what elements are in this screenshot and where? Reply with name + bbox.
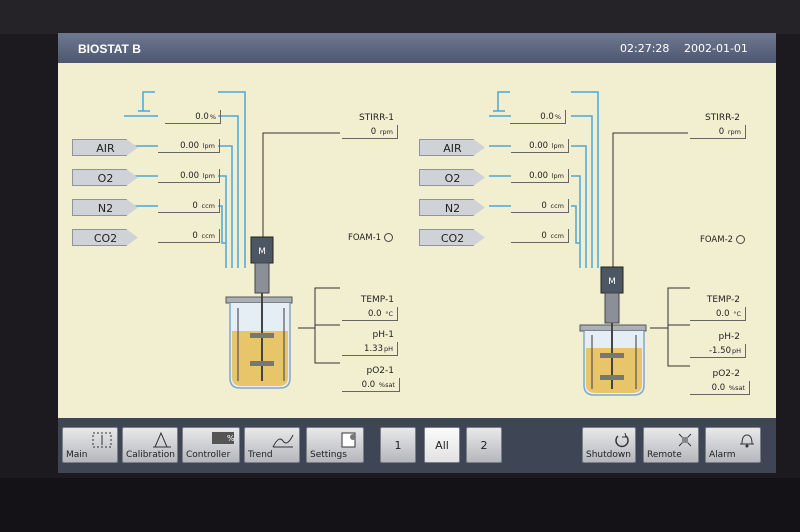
svg-text:M: M [608, 277, 616, 287]
title-bar: BIOSTAT B 02:27:28 2002-01-01 [58, 33, 776, 63]
foam-indicator-2[interactable]: FOAM-2 [700, 235, 746, 245]
stirr-display-1[interactable]: 0 rpm [342, 125, 398, 139]
unit-2-button[interactable]: 2 [466, 427, 502, 463]
gas-co2-2[interactable]: CO2 [419, 229, 485, 246]
hmi-screen: BIOSTAT B 02:27:28 2002-01-01 [58, 33, 776, 473]
bioreactor-vessel-1: M [225, 236, 293, 389]
clock-date: 2002-01-01 [684, 42, 748, 55]
remote-disabled-icon [676, 431, 694, 452]
main-button[interactable]: Main [62, 427, 118, 463]
gas-n2-2[interactable]: N2 [419, 199, 485, 216]
monitor-bezel-top [0, 0, 800, 34]
o2-flow-display-1[interactable]: 0.00 lpm [158, 169, 220, 183]
pipe-lines: M [124, 91, 690, 396]
n2-flow-display-1[interactable]: 0 ccm [158, 199, 220, 213]
trend-button[interactable]: Trend [244, 427, 300, 463]
po2-label-1: pO2-1 [366, 366, 395, 376]
flow-top-display-1[interactable]: 0.0% [165, 110, 221, 124]
n2-flow-display-2[interactable]: 0 ccm [511, 199, 569, 213]
bioreactor-vessel-2: M [579, 266, 647, 396]
co2-flow-display-2[interactable]: 0 ccm [511, 229, 569, 243]
temp-display-2[interactable]: 0.0 °C [690, 307, 746, 321]
gas-n2-1[interactable]: N2 [72, 199, 138, 216]
trend-chart-icon [271, 431, 295, 452]
ph-label-1: pH-1 [372, 330, 394, 340]
calibration-button[interactable]: Calibration [122, 427, 178, 463]
temp-label-1: TEMP-1 [360, 295, 394, 305]
controller-button[interactable]: % Controller [182, 427, 240, 463]
settings-button[interactable]: Settings [306, 427, 364, 463]
flow-top-display-2[interactable]: 0.0% [510, 110, 566, 124]
po2-display-1[interactable]: 0.0 %sat [342, 378, 400, 392]
unit-all-button[interactable]: All [424, 427, 460, 463]
bell-icon [738, 431, 756, 452]
po2-display-2[interactable]: 0.0 %sat [690, 381, 750, 395]
main-icon [91, 431, 113, 452]
co2-flow-display-1[interactable]: 0 ccm [158, 229, 220, 243]
alarm-button[interactable]: Alarm [705, 427, 761, 463]
stirr-display-2[interactable]: 0 rpm [690, 125, 746, 139]
monitor-bezel-bottom [0, 478, 800, 532]
remote-button[interactable]: Remote [643, 427, 699, 463]
foam-status-icon [384, 233, 394, 242]
temp-label-2: TEMP-2 [706, 295, 740, 305]
power-icon [613, 431, 631, 452]
svg-text:%: % [227, 434, 235, 443]
gas-air-1[interactable]: AIR [72, 139, 138, 156]
temp-display-1[interactable]: 0.0 °C [342, 307, 398, 321]
unit-1-button[interactable]: 1 [380, 427, 416, 463]
po2-label-2: pO2-2 [712, 369, 741, 379]
process-overview: M [58, 63, 776, 418]
shutdown-button[interactable]: Shutdown [582, 427, 636, 463]
gas-o2-2[interactable]: O2 [419, 169, 485, 186]
app-title: BIOSTAT B [78, 42, 141, 56]
controller-icon: % [211, 431, 235, 448]
ph-display-1[interactable]: 1.33pH [342, 342, 398, 356]
svg-text:M: M [258, 247, 266, 257]
gas-air-2[interactable]: AIR [419, 139, 485, 156]
calibration-icon [151, 431, 173, 452]
air-flow-display-1[interactable]: 0.00 lpm [158, 139, 220, 153]
stirr-label-1: STIRR-1 [359, 113, 394, 123]
ph-display-2[interactable]: -1.50pH [690, 344, 746, 358]
gas-o2-1[interactable]: O2 [72, 169, 138, 186]
settings-icon [339, 431, 359, 452]
air-flow-display-2[interactable]: 0.00 lpm [511, 139, 569, 153]
bottom-toolbar: Main Calibration % Controller Trend Sett… [58, 418, 776, 473]
clock-time: 02:27:28 [620, 42, 670, 55]
foam-indicator-1[interactable]: FOAM-1 [348, 233, 394, 243]
foam-status-icon [736, 235, 746, 244]
stirr-label-2: STIRR-2 [705, 113, 740, 123]
o2-flow-display-2[interactable]: 0.00 lpm [511, 169, 569, 183]
gas-co2-1[interactable]: CO2 [72, 229, 138, 246]
ph-label-2: pH-2 [718, 332, 740, 342]
